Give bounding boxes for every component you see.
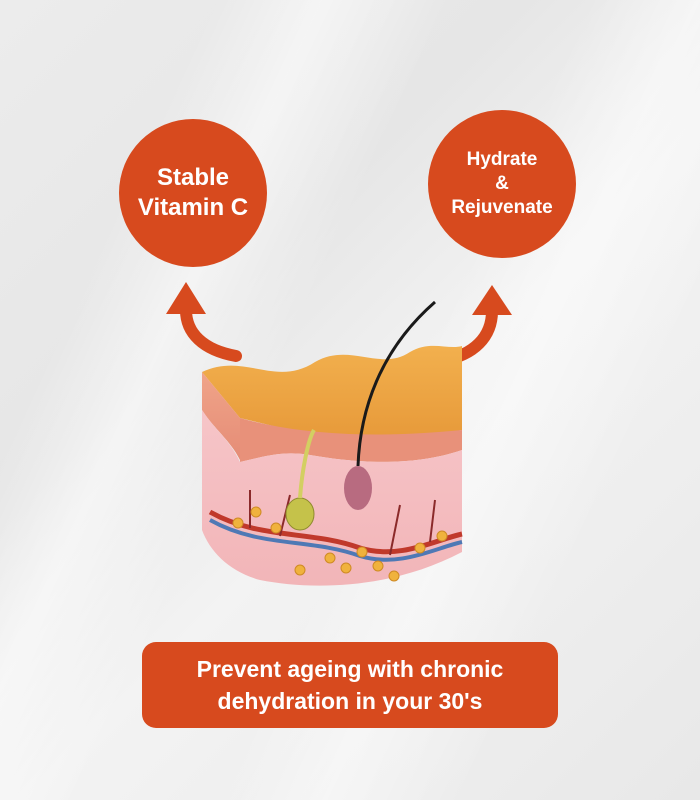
badge-line: Stable — [156, 164, 230, 191]
badge-line: & — [495, 173, 509, 194]
banner-line: Prevent ageing with chronic — [196, 656, 504, 682]
badge-line: Hydrate — [466, 149, 538, 170]
hydrate-rejuvenate-badge: Hydrate & Rejuvenate — [428, 110, 576, 258]
ageing-prevention-banner: Prevent ageing with chronic dehydration … — [142, 642, 558, 728]
badge-line: Vitamin C — [137, 194, 249, 221]
skin-cross-section-illustration — [202, 300, 463, 586]
curved-arrow-up-left-icon — [166, 282, 242, 362]
badge-line: Rejuvenate — [451, 197, 553, 218]
stable-vitamin-c-badge: Stable Vitamin C — [119, 119, 267, 267]
banner-line: dehydration in your 30's — [217, 688, 483, 714]
